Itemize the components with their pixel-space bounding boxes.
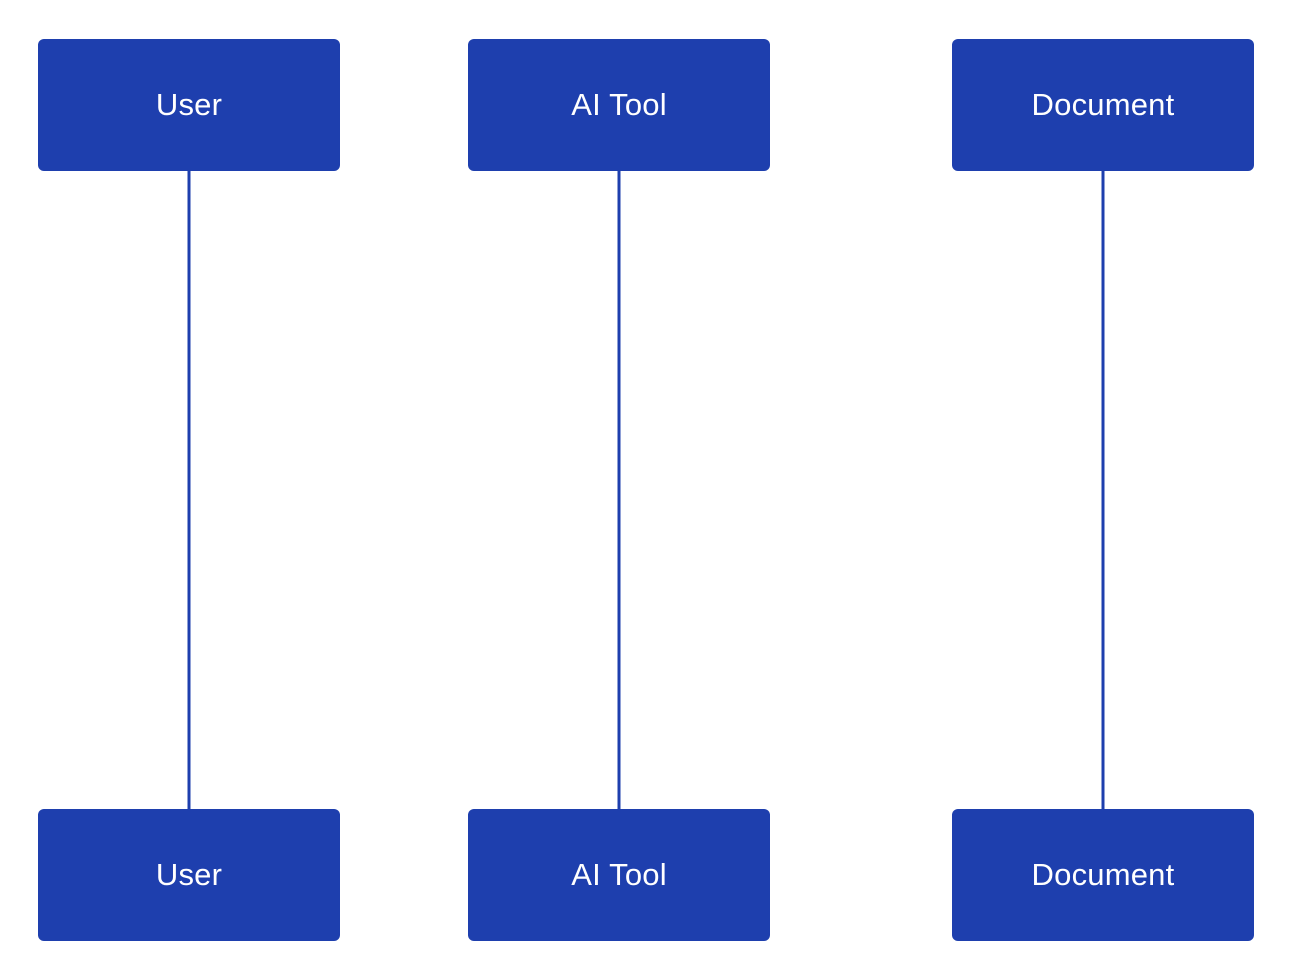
lifeline-ai-tool [617,170,621,810]
participant-box-user-bottom: User [38,809,340,941]
participant-label: Document [1031,87,1175,122]
lifeline-document [1101,170,1105,810]
participant-label: Document [1031,857,1175,892]
participant-label: AI Tool [571,87,667,122]
lifeline-user [187,170,191,810]
participant-box-user-top: User [38,39,340,171]
participant-label: AI Tool [571,857,667,892]
participant-box-ai-tool-bottom: AI Tool [468,809,770,941]
participant-label: User [155,87,223,122]
participant-box-document-top: Document [952,39,1254,171]
participant-box-document-bottom: Document [952,809,1254,941]
participant-label: User [155,857,223,892]
participant-box-ai-tool-top: AI Tool [468,39,770,171]
